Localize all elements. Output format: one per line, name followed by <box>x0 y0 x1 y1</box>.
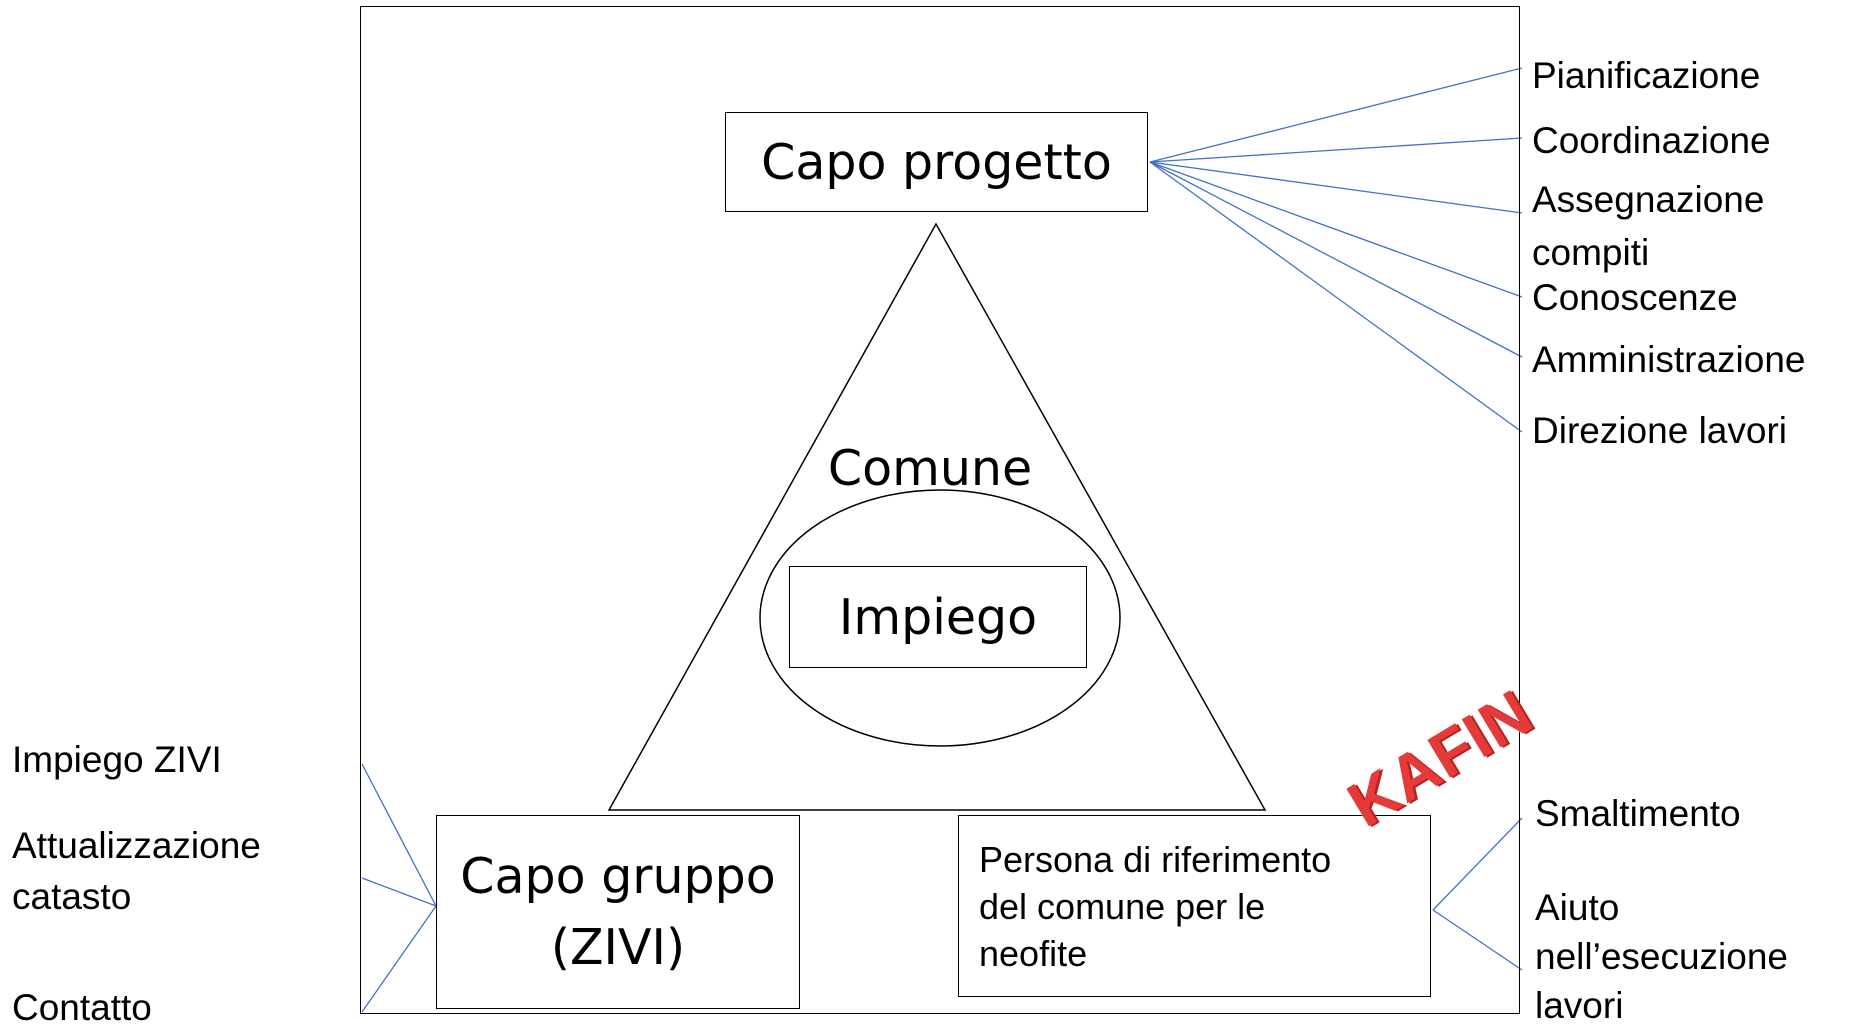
comune-label: Comune <box>827 440 1033 497</box>
capo-progetto-label: Capo progetto <box>761 133 1112 191</box>
task-amministrazione: Amministrazione <box>1532 339 1806 380</box>
task-contatto: Contatto <box>12 987 152 1028</box>
impiego-label: Impiego <box>838 588 1038 646</box>
impiego-box: Impiego <box>789 566 1087 668</box>
connector-direzione <box>1149 161 1523 433</box>
capo-gruppo-connectors <box>361 763 437 1013</box>
task-coordinazione: Coordinazione <box>1532 120 1771 161</box>
task-direzione-lavori: Direzione lavori <box>1532 410 1787 451</box>
capo-gruppo-label-line1: Capo gruppo <box>460 847 776 905</box>
connector-aiuto <box>1432 909 1523 971</box>
task-assegnazione: Assegnazione <box>1532 179 1765 220</box>
comune-triangle <box>607 222 1267 811</box>
comune-ellipse <box>759 489 1121 747</box>
capo-progetto-connectors <box>1149 67 1523 433</box>
capo-gruppo-box: Capo gruppo (ZIVI) <box>436 815 800 1009</box>
persona-label-line2: del comune per le <box>979 886 1266 927</box>
task-esecuzione: nell’esecuzione <box>1535 936 1789 977</box>
task-pianificazione: Pianificazione <box>1532 55 1761 96</box>
connector-contatto <box>361 905 437 1013</box>
task-impiego-zivi: Impiego ZIVI <box>12 739 222 780</box>
connector-smaltimento <box>1432 817 1523 911</box>
capo-progetto-box: Capo progetto <box>725 112 1148 212</box>
connector-assegnazione <box>1149 161 1523 214</box>
connector-amministrazione <box>1149 161 1523 358</box>
persona-label-line1: Persona di riferimento <box>979 839 1332 880</box>
persona-label-line3: neofite <box>979 933 1088 974</box>
persona-riferimento-box: Persona di riferimento del comune per le… <box>958 815 1431 997</box>
task-conoscenze: Conoscenze <box>1532 277 1738 318</box>
task-aiuto: Aiuto <box>1535 887 1620 928</box>
connector-impiego-zivi <box>361 763 437 907</box>
task-compiti: compiti <box>1532 232 1650 273</box>
task-attualizzazione: Attualizzazione <box>12 825 261 866</box>
task-smaltimento: Smaltimento <box>1535 793 1741 834</box>
connector-conoscenze <box>1149 161 1523 298</box>
persona-connectors <box>1432 817 1523 971</box>
outer-frame <box>360 6 1520 1014</box>
connector-coordinazione <box>1149 137 1523 163</box>
connector-pianificazione <box>1149 67 1523 163</box>
task-lavori: lavori <box>1535 985 1624 1026</box>
connector-attualizzazione <box>361 877 437 907</box>
task-catasto: catasto <box>12 876 132 917</box>
capo-gruppo-label-line2: (ZIVI) <box>550 919 686 976</box>
